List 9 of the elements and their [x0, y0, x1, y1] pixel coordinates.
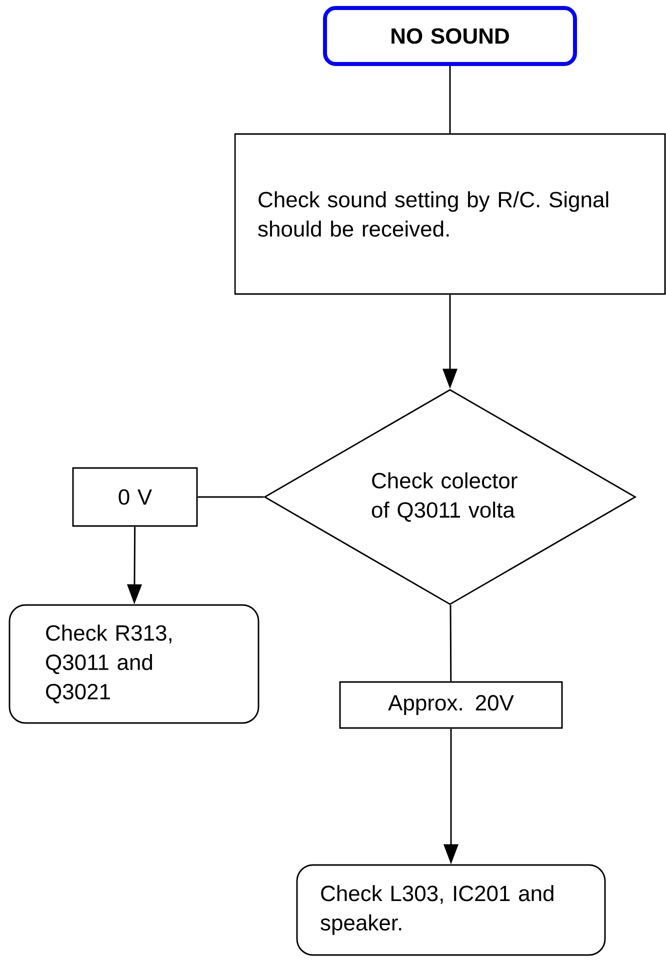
start-box: NO SOUND — [323, 6, 577, 66]
action-box: Check R313, Q3011 and Q3021 — [8, 604, 260, 724]
result-box: 0 V — [72, 467, 198, 527]
process-box: Check sound setting by R/C. Signal should be received. — [234, 133, 666, 295]
result-box: Approx. 20V — [339, 681, 563, 729]
connector-line — [449, 66, 451, 134]
connector-line — [198, 496, 264, 498]
action-box: Check L303, IC201 and speaker. — [296, 864, 606, 956]
connector-line — [450, 604, 452, 682]
